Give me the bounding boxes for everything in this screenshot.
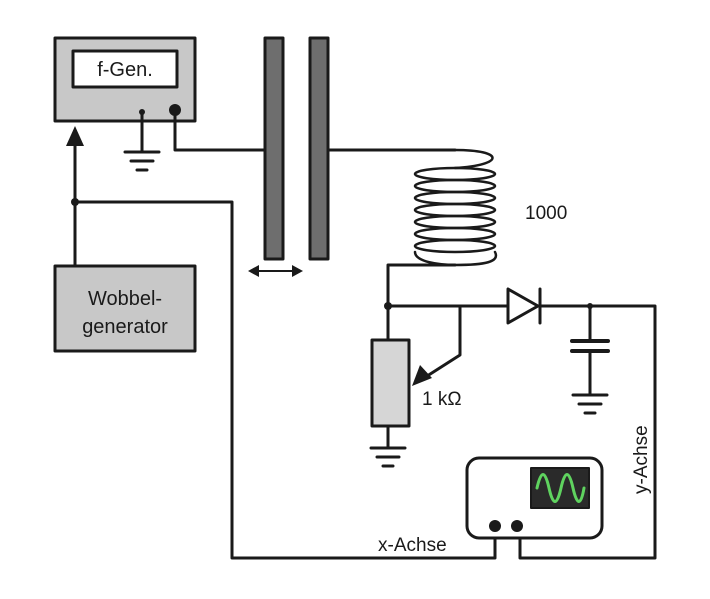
x-signal-wire <box>73 200 497 560</box>
ground-symbol-generator <box>123 150 161 172</box>
ground-junction <box>139 109 145 115</box>
output-wire <box>173 110 267 152</box>
sweep-label-line2: generator <box>82 316 168 338</box>
sweep-label-line1: Wobbel- <box>88 288 162 310</box>
sweep-generator-body <box>53 264 197 353</box>
y-signal-wire <box>518 304 657 560</box>
generator-display <box>71 49 179 89</box>
y-axis-label: y-Achse <box>631 425 652 494</box>
output-terminal <box>169 104 181 116</box>
ground-symbol-capacitor <box>571 393 609 415</box>
coil-turns-label: 1000 <box>525 203 567 224</box>
sweep-control-arrow <box>66 126 84 146</box>
potentiometer-wiper-wire <box>422 304 462 380</box>
y-input-terminal <box>511 520 523 532</box>
coil <box>413 148 498 267</box>
ground-symbol-potentiometer <box>369 446 407 468</box>
oscilloscope-trace <box>535 473 586 503</box>
capacitor-plate-left <box>263 36 285 261</box>
function-generator <box>53 36 197 123</box>
node-junction <box>384 302 392 310</box>
potentiometer-body <box>370 338 411 428</box>
cap-junction <box>587 303 593 309</box>
capacitor-plate-right <box>308 36 330 261</box>
resistor-label: 1 kΩ <box>422 389 462 410</box>
plate-distance-arrow <box>248 265 303 277</box>
generator-label: f-Gen. <box>97 59 153 81</box>
x-axis-label: x-Achse <box>378 535 447 556</box>
potentiometer-wiper-arrow <box>412 365 432 386</box>
diode <box>506 287 542 325</box>
x-input-terminal <box>489 520 501 532</box>
coil-lead-wire <box>386 263 457 342</box>
